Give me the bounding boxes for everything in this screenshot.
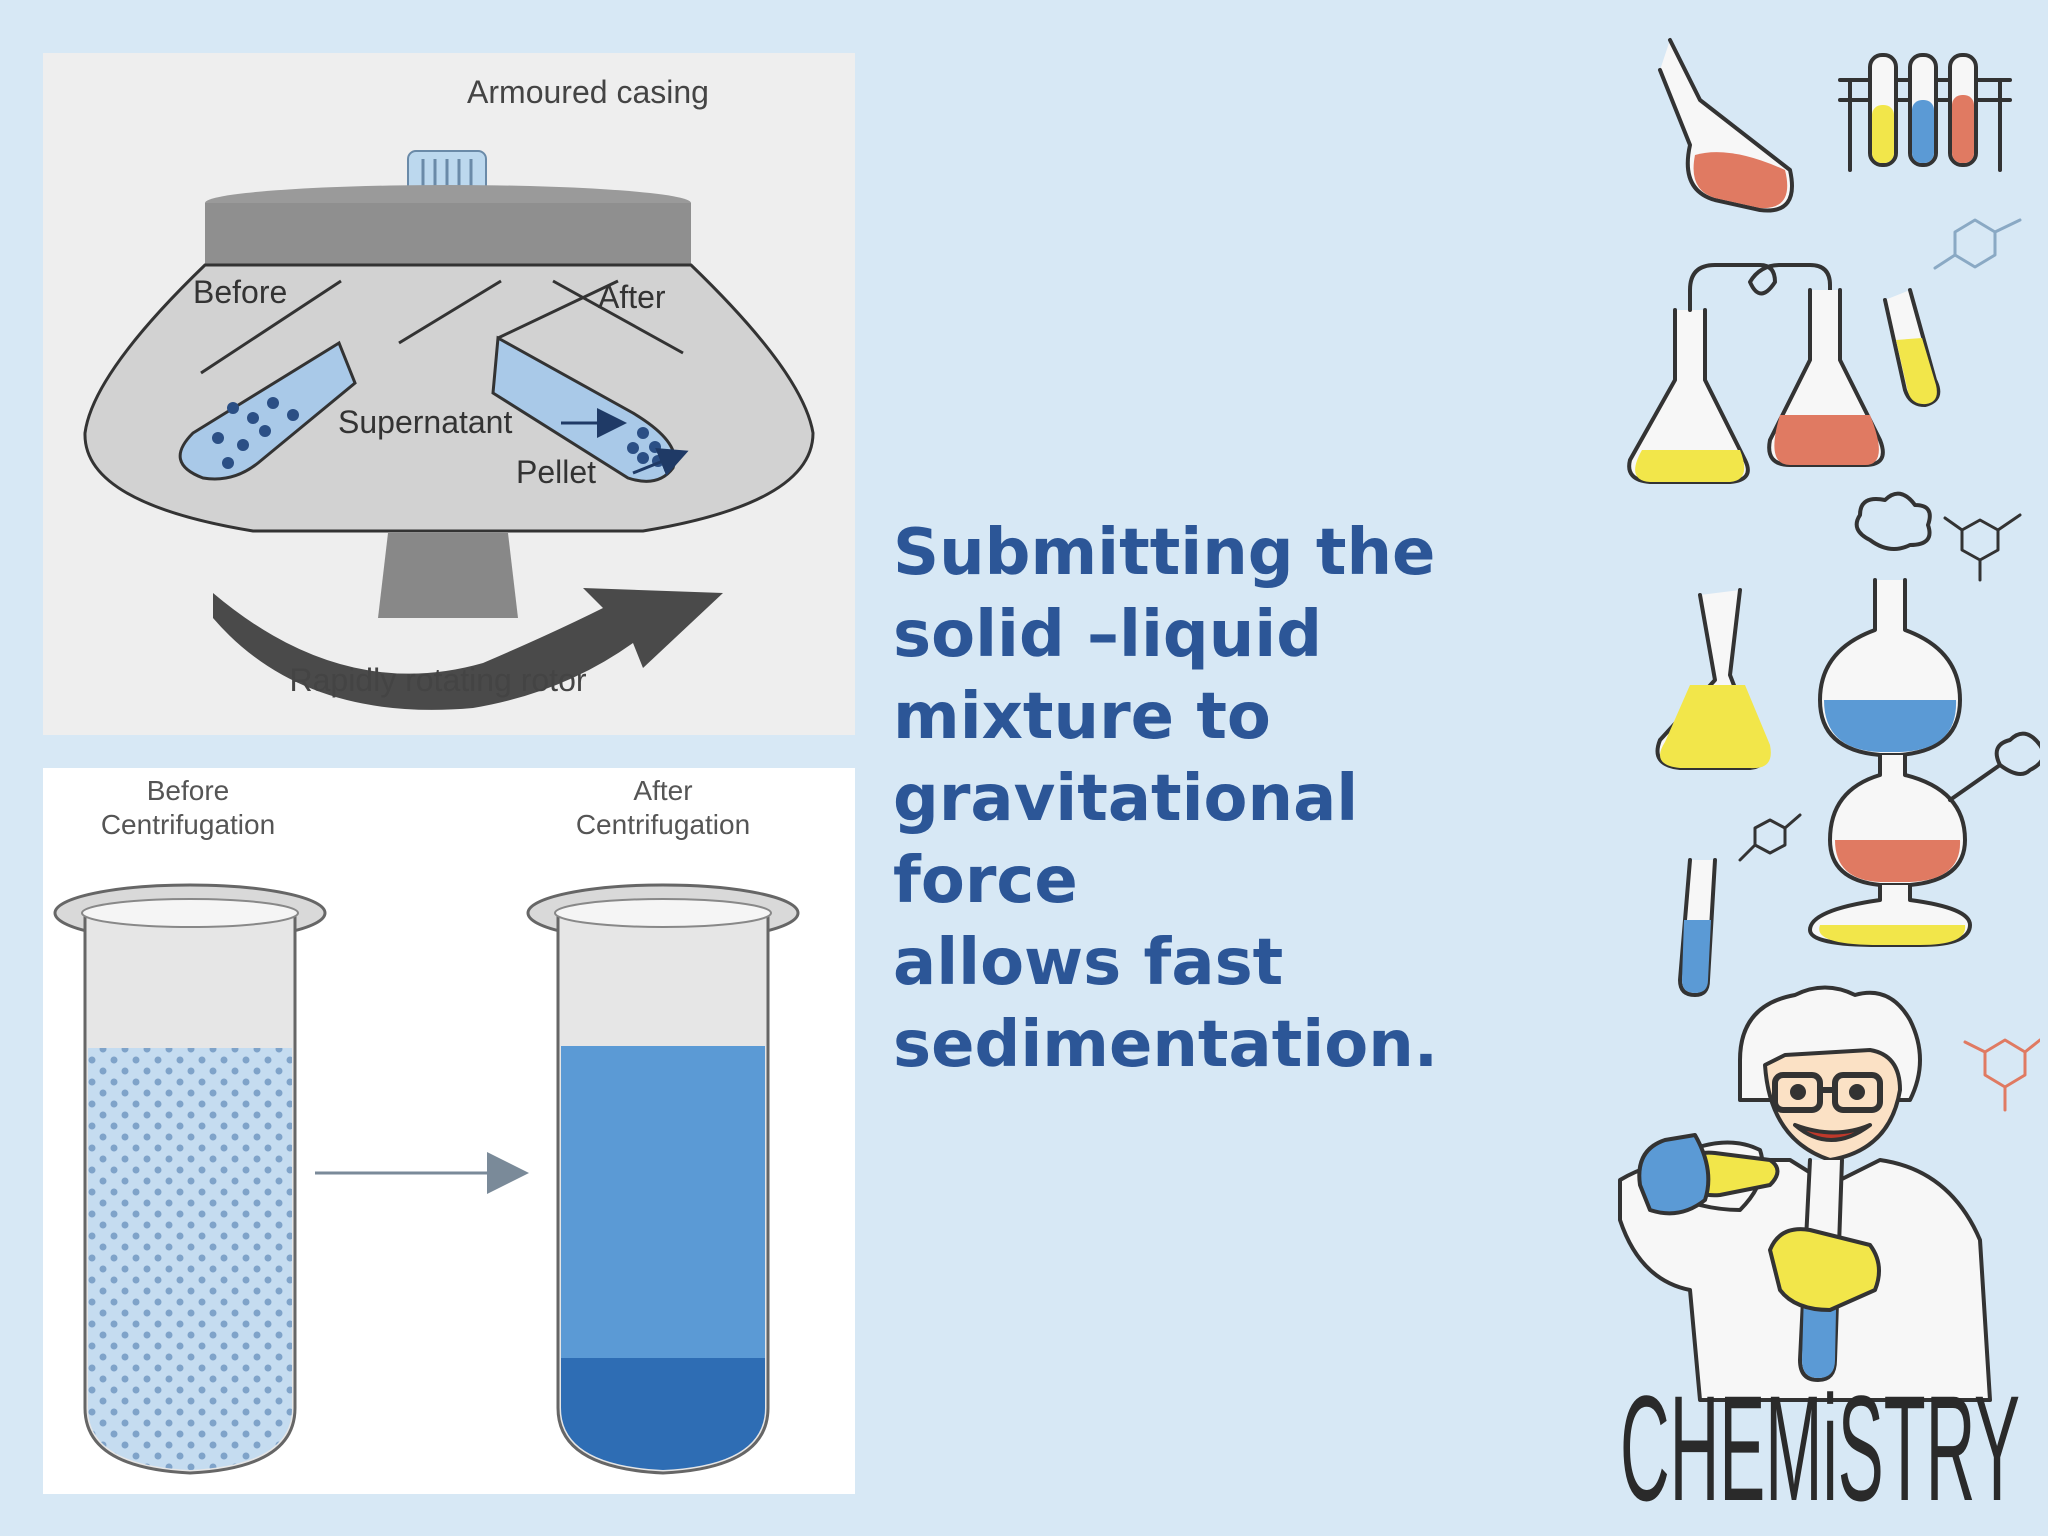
slot-line (497, 279, 619, 340)
distillation-apparatus-icon (1808, 578, 2040, 947)
centrifugation-comparison: Before Centrifugation After Centrifugati… (43, 768, 855, 1494)
chemistry-word: CHEMiSTRY (1620, 1370, 2020, 1520)
rotor-label: Rapidly rotating rotor (289, 662, 586, 698)
tubes-illustration: Before Centrifugation After Centrifugati… (53, 775, 800, 1475)
molecule-icon (1933, 218, 2022, 270)
after-centrifugation-line1: After (633, 775, 692, 806)
rotation-arrow (213, 588, 723, 710)
chemistry-decoration (1618, 38, 2040, 1402)
pellet-label: Pellet (516, 454, 596, 490)
centrifuge-stand (378, 533, 518, 618)
chemistry-wordmark: CHEMiSTRY (1620, 1370, 2020, 1520)
flask-icon (1658, 38, 1794, 213)
after-centrifugation-line2: Centrifugation (576, 809, 750, 840)
test-tube-icon (1883, 288, 1941, 407)
scientist-illustration (1618, 985, 1992, 1402)
before-tube (178, 340, 357, 481)
slide-body-text: Submitting the solid –liquid mixture to … (893, 512, 1533, 1086)
pellet-arrow (632, 447, 689, 476)
centrifuge-illustration: Armoured casing Before Aft (83, 74, 815, 710)
slide-line: Submitting the (893, 516, 1436, 590)
supernatant-label: Supernatant (338, 404, 512, 440)
steam-cloud-icon (1854, 491, 1932, 551)
centrifuge-diagram: Armoured casing Before Aft (43, 53, 855, 735)
before-centrifugation-line2: Centrifugation (101, 809, 275, 840)
molecule-icon (1943, 513, 2022, 582)
before-label: Before (193, 274, 287, 310)
slide-line: gravitational force (893, 762, 1359, 918)
slide-line: solid –liquid (893, 598, 1323, 672)
molecule-icon (1738, 813, 1802, 862)
slot-line (552, 279, 684, 355)
test-tube-rack-icon (1838, 53, 2012, 172)
flask-icon (1655, 588, 1771, 770)
slot-line (398, 279, 502, 345)
before-particles (212, 397, 299, 469)
slide-line: allows fast (893, 926, 1284, 1000)
after-tube (526, 883, 800, 1475)
after-label: After (598, 279, 666, 315)
test-tube-icon (1678, 858, 1717, 997)
armoured-casing-label: Armoured casing (467, 74, 709, 110)
slot-line (200, 279, 342, 375)
molecule-icon (1963, 1038, 2040, 1112)
connected-flasks-icon (1627, 263, 1885, 484)
slide-line: sedimentation. (893, 1008, 1439, 1082)
slide-line: mixture to (893, 680, 1271, 754)
before-tube (53, 883, 327, 1475)
before-centrifugation-line1: Before (147, 775, 230, 806)
lid (205, 203, 691, 265)
